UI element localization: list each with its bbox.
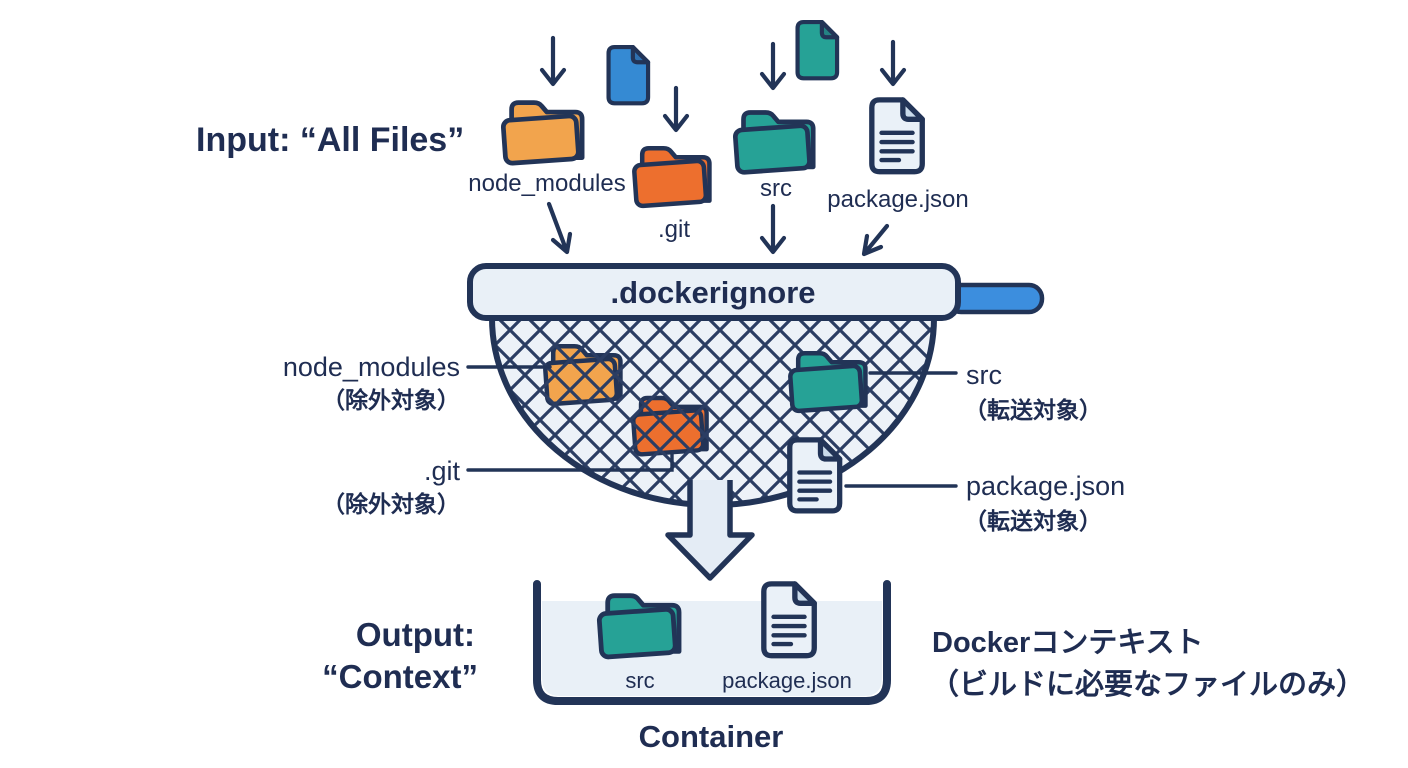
output-title-line2: “Context” xyxy=(322,658,478,695)
file-icon-package-json-passing xyxy=(790,440,840,511)
down-arrow-icon xyxy=(539,35,567,87)
file-icon-package-json xyxy=(872,100,922,172)
flow-arrow-icon xyxy=(665,480,755,581)
down-arrow-icon xyxy=(662,85,690,133)
passed-label-package-json: package.json xyxy=(966,471,1125,501)
down-arrow-icon xyxy=(861,223,890,257)
excluded-label-git: .git xyxy=(424,456,461,486)
label-package-json: package.json xyxy=(827,186,968,213)
excluded-note-git: （除外対象） xyxy=(322,491,460,517)
file-icon-package-json-output xyxy=(764,584,814,656)
folder-icon-node-modules xyxy=(503,103,582,164)
input-title: Input: “All Files” xyxy=(196,121,464,159)
down-arrow-icon xyxy=(759,203,787,255)
container-item-package-json: package.json xyxy=(722,668,852,693)
passed-label-src: src xyxy=(966,360,1002,390)
container-box xyxy=(533,580,891,705)
folder-icon-src xyxy=(735,113,813,173)
label-node-modules: node_modules xyxy=(468,170,625,197)
docker-context-note-line1: Dockerコンテキスト xyxy=(932,627,1203,659)
down-arrow-icon xyxy=(546,201,573,255)
container-item-src: src xyxy=(625,668,654,693)
docker-context-note-line2: （ビルドに必要なファイルのみ） xyxy=(930,668,1365,701)
file-icon-generic-teal xyxy=(798,22,838,78)
strainer-rim xyxy=(467,263,961,321)
dockerignore-label: .dockerignore xyxy=(611,275,816,310)
excluded-label-node-modules: node_modules xyxy=(283,352,460,382)
passed-note-src: （転送対象） xyxy=(964,397,1102,423)
passed-note-package-json: （転送対象） xyxy=(964,508,1102,534)
leader-line-git xyxy=(466,450,674,472)
strainer-mesh xyxy=(492,318,934,505)
output-title-line1: Output: xyxy=(356,616,475,653)
strainer-handle xyxy=(945,282,1045,315)
file-icon-generic-blue xyxy=(609,47,649,103)
excluded-note-node-modules: （除外対象） xyxy=(322,387,460,413)
container-label: Container xyxy=(639,719,784,754)
folder-icon-src-output xyxy=(599,596,679,658)
label-src: src xyxy=(760,175,792,202)
down-arrow-icon xyxy=(879,39,907,87)
folder-icon-src-passing xyxy=(790,353,866,411)
label-git: .git xyxy=(658,216,690,243)
folder-icon-git xyxy=(634,148,710,206)
down-arrow-icon xyxy=(759,41,787,91)
